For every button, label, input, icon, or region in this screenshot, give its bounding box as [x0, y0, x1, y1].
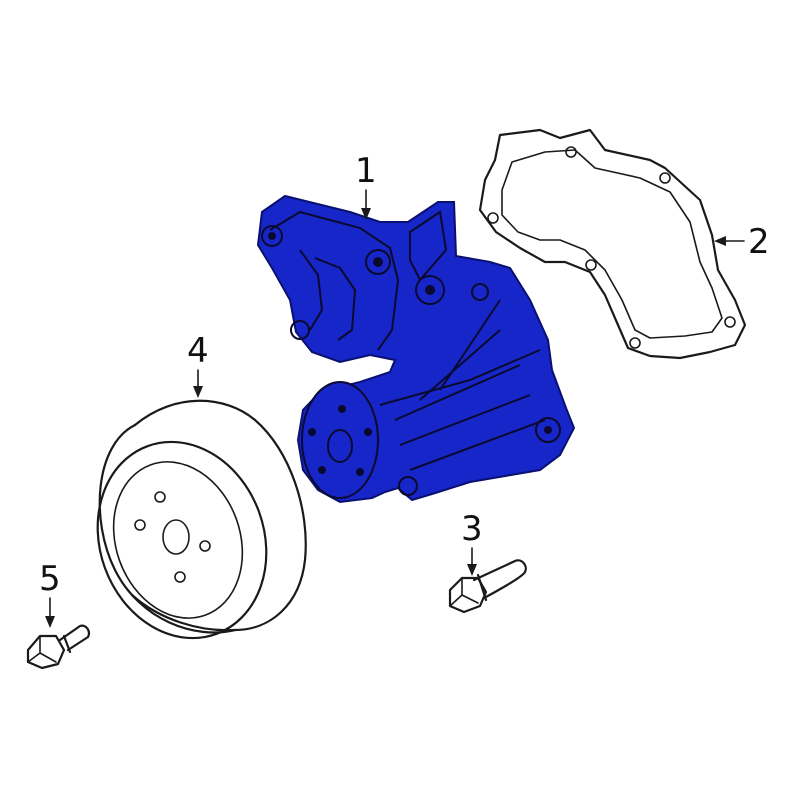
leader-1 — [361, 189, 371, 220]
callout-3[interactable]: 3 — [461, 509, 483, 549]
water-pump-part[interactable] — [256, 194, 576, 504]
pulley-part[interactable] — [71, 399, 307, 662]
gasket-part[interactable] — [478, 128, 747, 360]
bolt-part-2[interactable] — [26, 624, 90, 670]
callout-4[interactable]: 4 — [187, 331, 209, 371]
leader-4 — [193, 369, 203, 398]
leader-5 — [45, 597, 55, 628]
leader-3 — [467, 547, 477, 576]
callout-2[interactable]: 2 — [748, 222, 770, 262]
callout-5[interactable]: 5 — [39, 559, 61, 599]
leader-2 — [714, 236, 745, 246]
bolt-part[interactable] — [448, 559, 527, 614]
callout-1[interactable]: 1 — [355, 151, 377, 191]
